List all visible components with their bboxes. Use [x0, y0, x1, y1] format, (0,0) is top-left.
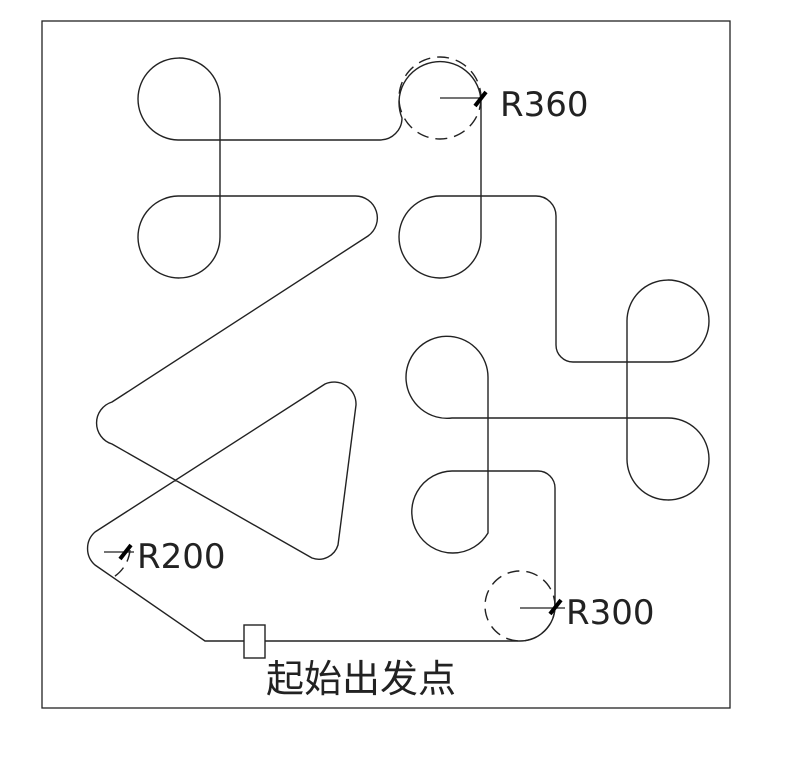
r300-tick-mark: [548, 598, 563, 616]
r300-label: R300: [566, 593, 655, 633]
r200-label: R200: [137, 537, 226, 577]
track-path: [86, 57, 710, 642]
r200-reference-arc: [111, 549, 131, 579]
r200-tick-mark: [118, 543, 133, 561]
start-point-marker: [243, 624, 266, 659]
r300-reference-circle: [484, 570, 556, 642]
r360-label: R360: [500, 85, 589, 125]
r360-tick-mark: [473, 90, 488, 108]
start-point-label: 起始出发点: [266, 657, 456, 701]
outer-border: [41, 20, 731, 709]
